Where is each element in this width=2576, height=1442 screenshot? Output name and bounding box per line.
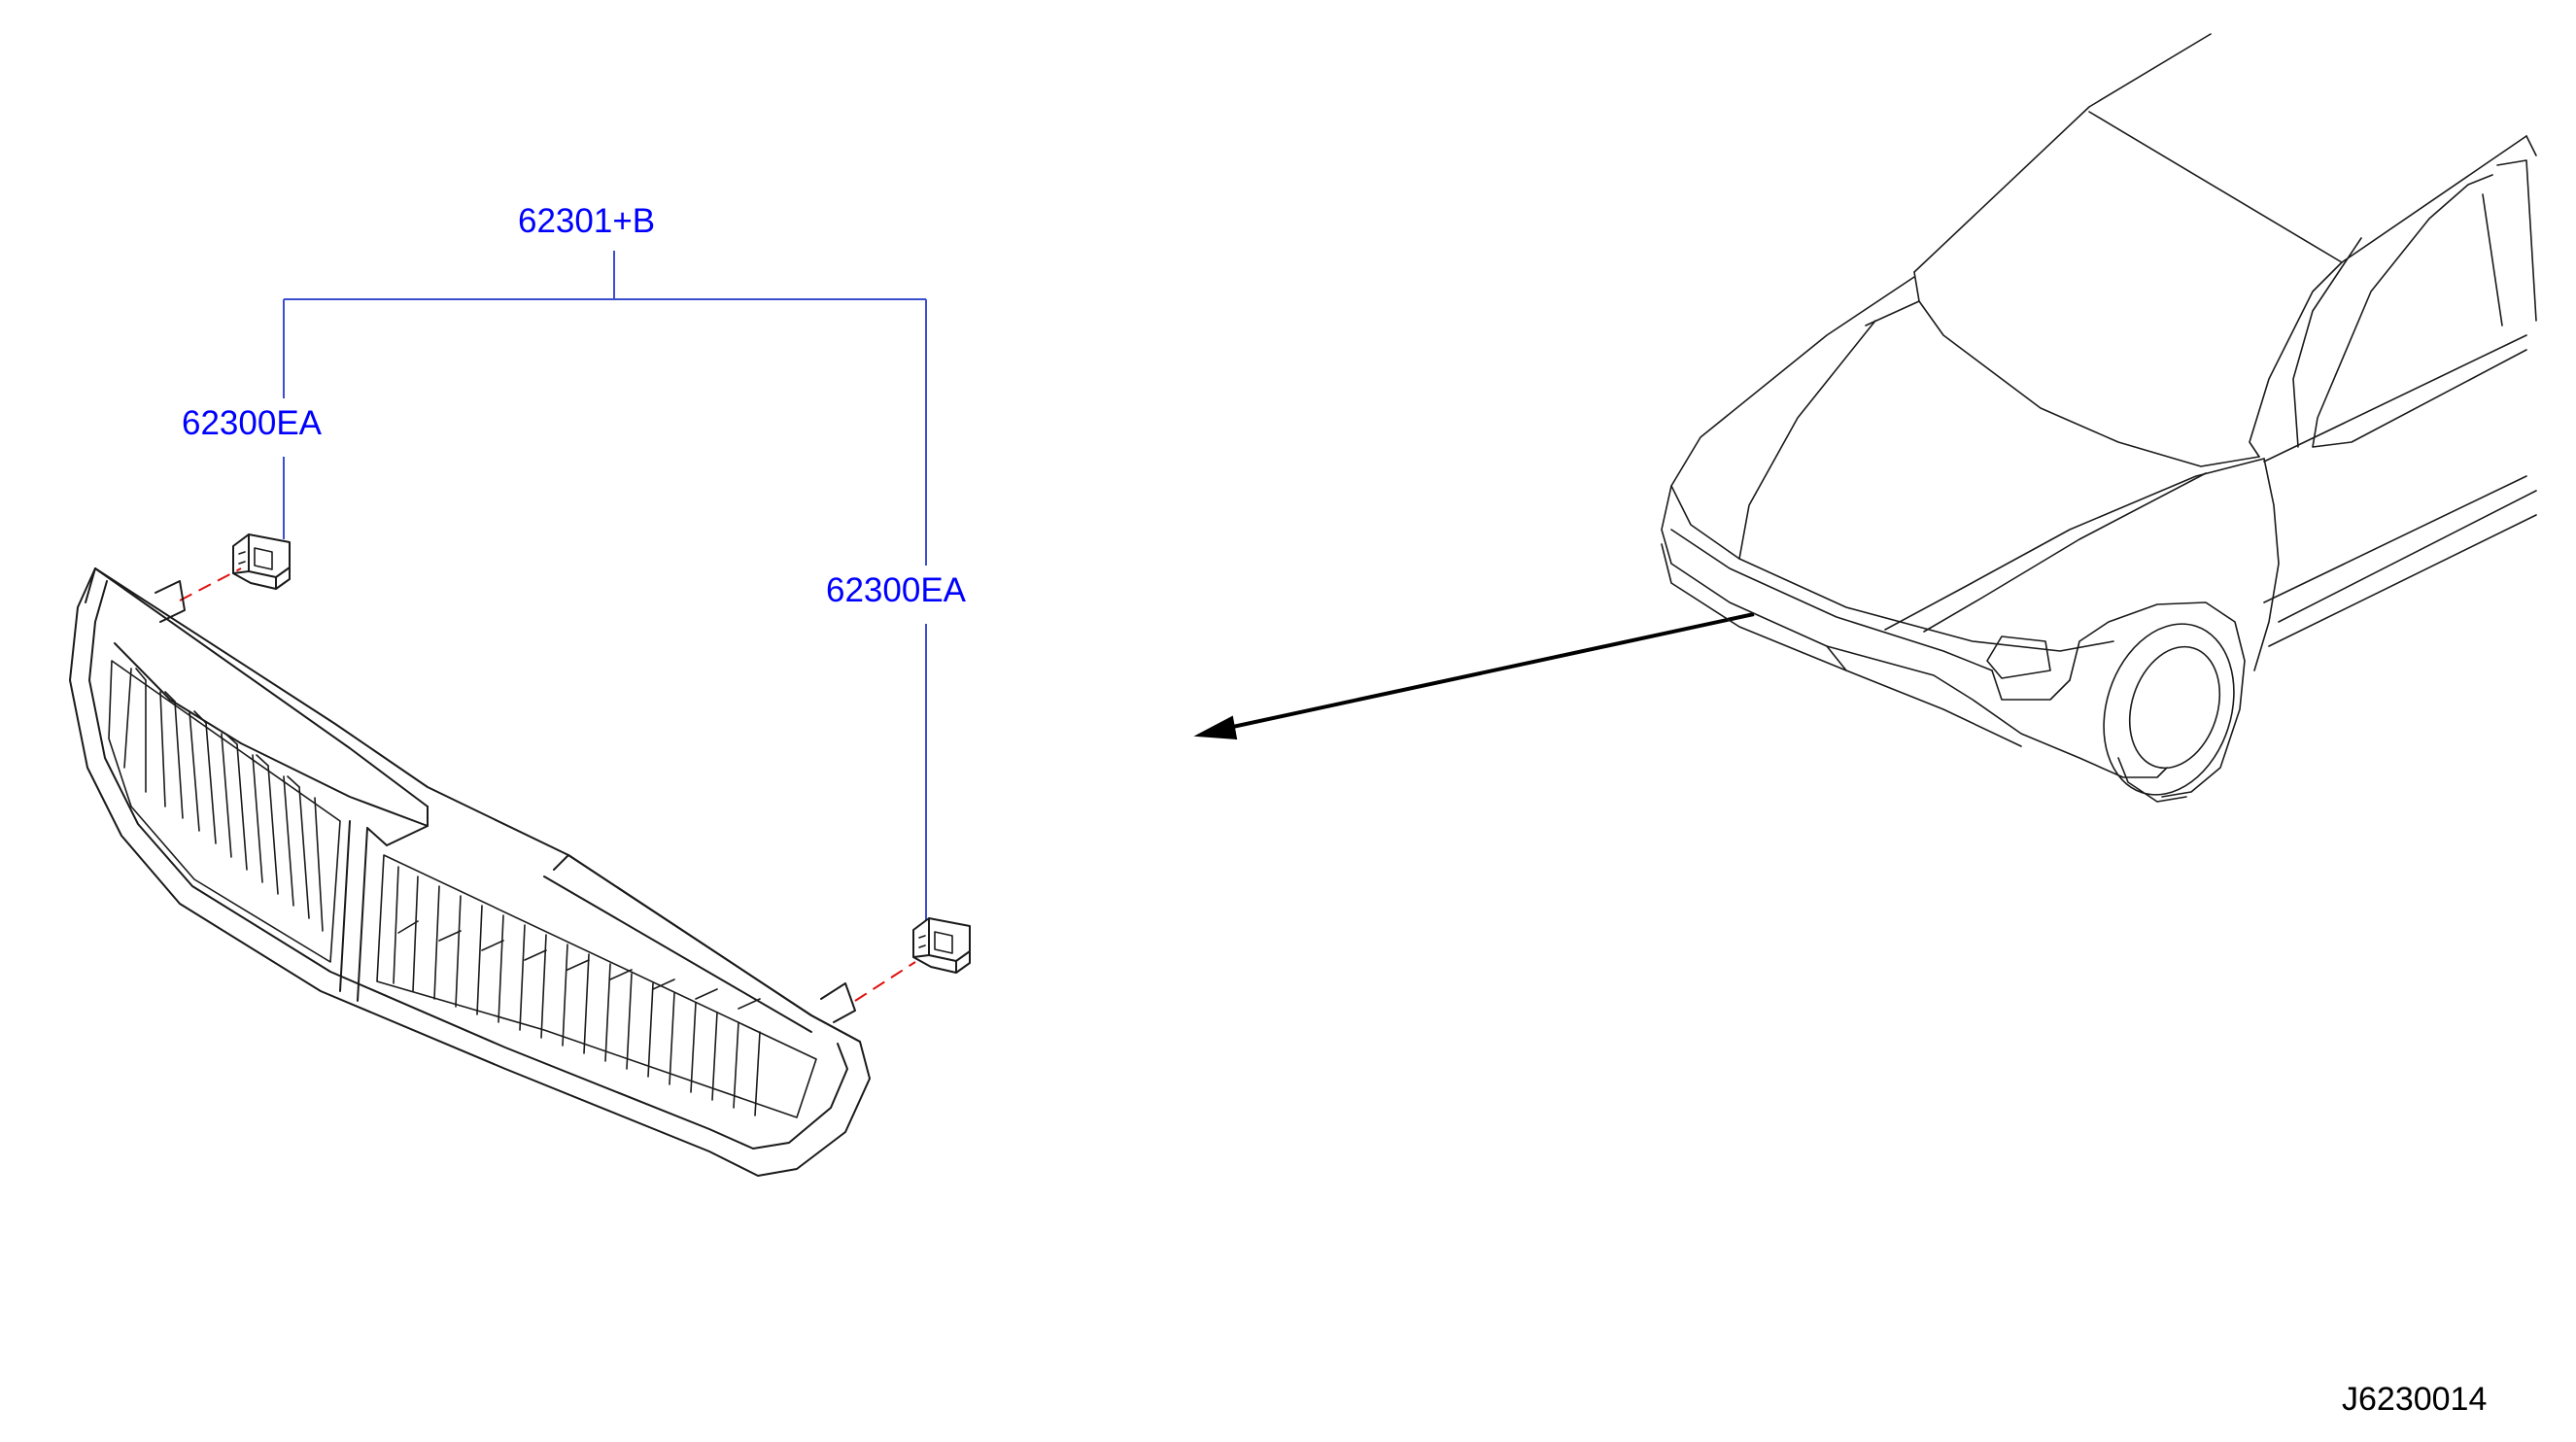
front-grille <box>69 567 871 1177</box>
grille-clip-left <box>232 533 291 590</box>
location-arrow <box>1193 612 1755 740</box>
callout-assembly-62301: 62301+B <box>518 202 656 240</box>
grille-clip-right <box>912 917 971 974</box>
callout-clip-left-62300: 62300EA <box>182 404 323 442</box>
vehicle-location-view <box>1661 33 2537 803</box>
callout-leader-lines <box>283 251 927 921</box>
install-center-lines <box>179 567 916 1002</box>
diagram-code: J6230014 <box>2342 1381 2488 1418</box>
callout-clip-right-62300: 62300EA <box>826 571 967 609</box>
